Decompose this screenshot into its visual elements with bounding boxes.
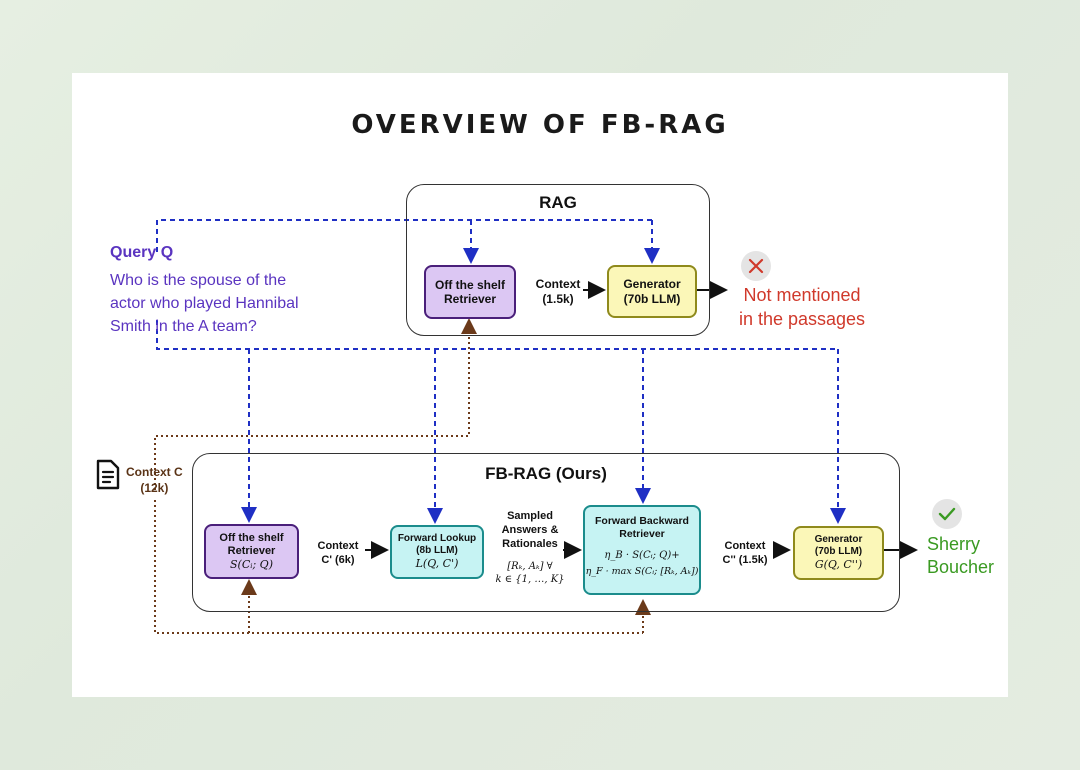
query-line-1: Who is the spouse of the (110, 272, 287, 289)
rag-answer: Not mentioned in the passages (726, 283, 878, 332)
fb-context2-label: Context C'' (1.5k) (712, 540, 778, 568)
forward-lookup-box: Forward Lookup (8b LLM) L(Q, C') (390, 525, 484, 579)
forward-lookup-line1: Forward Lookup (397, 533, 477, 545)
query-top-line (156, 219, 652, 252)
context-to-rag-line (154, 318, 477, 490)
rag-title: RAG (539, 193, 577, 212)
fbb-line1: Forward Backward (595, 515, 689, 527)
query-text: Who is the spouse of the actor who playe… (110, 269, 350, 339)
rag-retriever-box: Off the shelf Retriever (424, 265, 516, 319)
query-bottom-line (156, 320, 838, 350)
rag-retriever-line1: Off the shelf (434, 277, 505, 292)
query-line-2: actor who played Hannibal (110, 295, 299, 313)
fbrag-frame: FB-RAG (Ours) (192, 453, 900, 612)
sampled-line1: Sampled (507, 510, 553, 522)
rag-context-label: Context (1.5k) (530, 277, 586, 307)
document-icon (96, 459, 120, 495)
rag-answer-line2: in the passages (738, 309, 866, 330)
context-c-line2: (12k) (140, 480, 169, 495)
sampled-line2: Answers & (501, 523, 559, 536)
fbrag-answer-line2: Boucher (927, 557, 995, 578)
diagram-card (72, 73, 1008, 697)
fb-retriever-line2: Retriever (227, 544, 276, 557)
fb-generator-line1: Generator (814, 534, 863, 546)
rag-retriever-line2: Retriever (443, 292, 497, 306)
fb-generator-box: Generator (70b LLM) G(Q, C'') (793, 526, 884, 580)
fb-context1-label: Context C' (6k) (308, 540, 368, 568)
query-line-3: Smith in the A team? (110, 318, 257, 336)
fbb-formula2: η_F · max S(Cᵢ; [Rₖ, Aₖ]) (585, 566, 699, 578)
forward-lookup-formula: L(Q, C') (415, 557, 459, 571)
fb-retriever-box: Off the shelf Retriever S(Cᵢ; Q) (204, 524, 299, 579)
sampled-line3: Rationales (502, 537, 558, 550)
fb-retriever-formula: S(Cᵢ; Q) (230, 558, 273, 572)
sampled-formula2: k ∈ {1, …, K} (495, 573, 565, 585)
fb-generator-line2: (70b LLM) (814, 546, 863, 558)
sampled-formula1: [Rₖ, Aₖ] ∀ (507, 561, 553, 573)
fbb-line2: Retriever (619, 527, 665, 540)
rag-answer-line1: Not mentioned (743, 285, 861, 305)
rag-context-line1: Context (535, 277, 581, 291)
fbrag-answer-line1: Sherry (927, 534, 981, 554)
fbrag-title: FB-RAG (Ours) (485, 464, 607, 483)
forward-lookup-line2: (8b LLM) (416, 545, 458, 557)
fb-context2-line2: C'' (1.5k) (722, 553, 768, 566)
close-icon (741, 251, 771, 281)
context-c-line1: Context C (126, 465, 183, 479)
rag-frame: RAG (406, 184, 710, 336)
fbrag-answer: Sherry Boucher (927, 533, 994, 580)
fbb-formula1: η_B · S(Cᵢ; Q)+ (604, 550, 680, 562)
check-icon (932, 499, 962, 529)
query-title: Query Q (110, 244, 174, 261)
rag-generator-line1: Generator (623, 277, 681, 292)
fb-generator-formula: G(Q, C'') (814, 558, 863, 572)
fb-context1-line2: C' (6k) (321, 553, 355, 566)
rag-context-line2: (1.5k) (542, 292, 574, 306)
fb-context2-line1: Context (724, 540, 766, 552)
fb-backward-retriever-box: Forward Backward Retriever η_B · S(Cᵢ; Q… (583, 505, 701, 595)
rag-generator-line2: (70b LLM) (623, 291, 681, 306)
fb-context1-line1: Context (317, 540, 359, 552)
rag-generator-box: Generator (70b LLM) (607, 265, 697, 318)
sampled-label: Sampled Answers & Rationales [Rₖ, Aₖ] ∀ … (490, 510, 570, 586)
context-c-label: Context C (12k) (126, 465, 183, 496)
fb-retriever-line1: Off the shelf (219, 531, 284, 544)
page-title: OVERVIEW OF FB-RAG (351, 110, 729, 140)
